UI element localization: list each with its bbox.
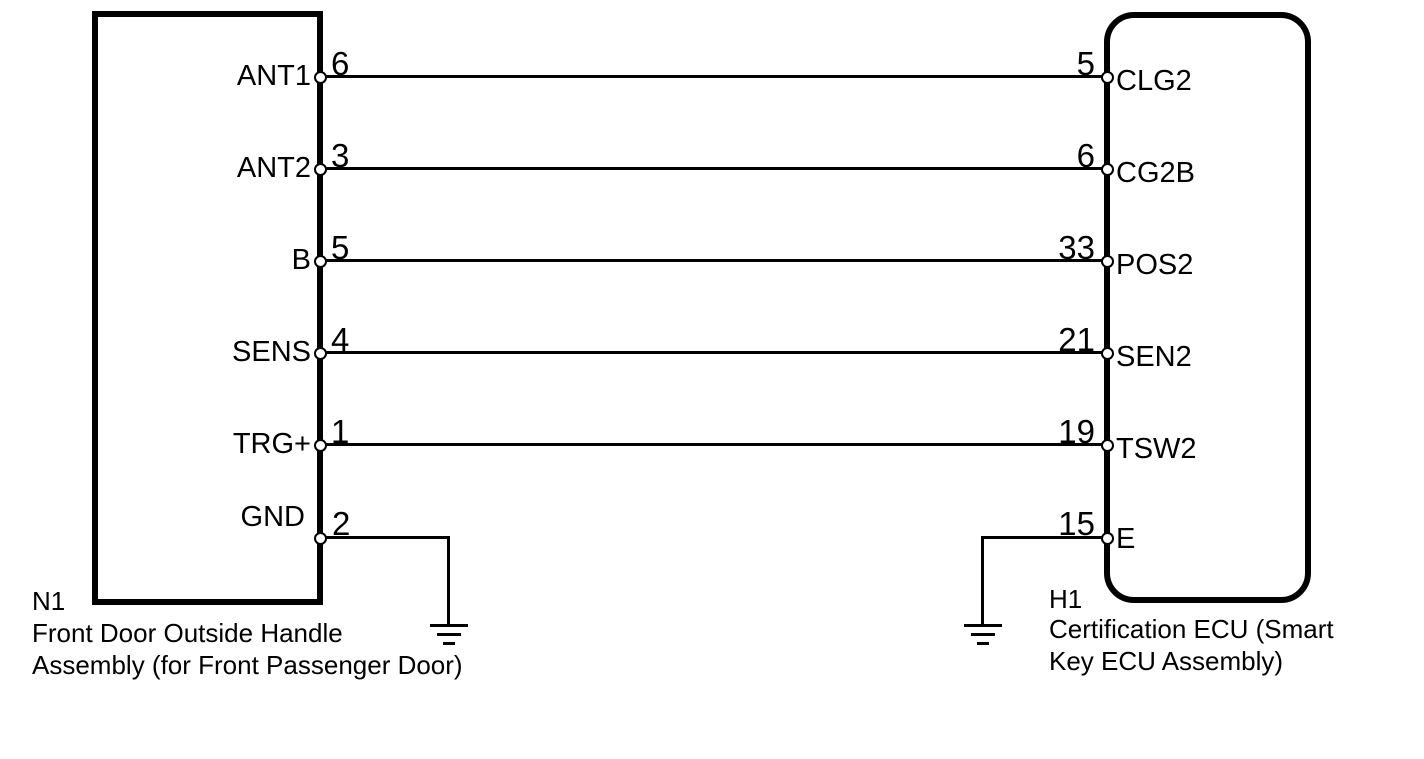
pin-terminal-h1-21 — [1100, 346, 1114, 360]
wire-sens-sen2 — [320, 351, 1107, 354]
right-component-name-line2: Key ECU Assembly) — [1049, 646, 1284, 676]
pin-number-n1-5: 5 — [331, 229, 350, 266]
pin-terminal-h1-6 — [1100, 162, 1114, 176]
pin-number-n1-6: 6 — [331, 45, 350, 82]
pin-label-tsw2: TSW2 — [1116, 433, 1197, 465]
pin-terminal-n1-2 — [313, 531, 327, 545]
pin-terminal-n1-5 — [313, 254, 327, 268]
right-component-code: H1 — [1049, 584, 1083, 614]
pin-label-b: B — [291, 244, 311, 276]
pin-number-n1-2: 2 — [332, 505, 351, 542]
pin-terminal-n1-1 — [313, 438, 327, 452]
pin-terminal-n1-4 — [313, 346, 327, 360]
pin-terminal-h1-15 — [1100, 531, 1114, 545]
pin-label-cg2b: CG2B — [1116, 157, 1195, 189]
pin-label-trg: TRG+ — [232, 428, 311, 460]
pin-number-h1-6: 6 — [1076, 137, 1095, 174]
ground-bar-long — [430, 624, 468, 627]
ground-bar-medium — [971, 633, 995, 636]
left-component-code: N1 — [32, 586, 66, 616]
wire-ant2-cg2b — [320, 167, 1107, 170]
wire-e-horizontal — [981, 536, 1107, 539]
pin-label-gnd: GND — [240, 501, 305, 533]
wire-b-pos2 — [320, 259, 1107, 262]
left-connector-box — [92, 11, 323, 605]
pin-number-h1-15: 15 — [1058, 505, 1095, 542]
wire-gnd-vertical — [447, 537, 450, 624]
wire-gnd-horizontal — [320, 536, 450, 539]
wire-trg-tsw2 — [320, 443, 1107, 446]
right-component-name-line1: Certification ECU (Smart — [1049, 614, 1334, 644]
pin-number-h1-19: 19 — [1058, 413, 1095, 450]
pin-label-sens: SENS — [232, 336, 311, 368]
pin-number-n1-4: 4 — [331, 321, 350, 358]
wire-e-vertical — [981, 537, 984, 624]
pin-label-ant1: ANT1 — [236, 60, 311, 92]
ground-bar-medium — [437, 633, 461, 636]
wire-ant1-clg2 — [320, 75, 1107, 78]
pin-terminal-n1-3 — [313, 162, 327, 176]
pin-number-n1-3: 3 — [331, 137, 350, 174]
ground-bar-short — [977, 642, 989, 645]
left-component-name-line1: Front Door Outside Handle — [32, 618, 343, 648]
ground-bar-short — [443, 642, 455, 645]
pin-label-ant2: ANT2 — [236, 152, 311, 184]
pin-label-pos2: POS2 — [1116, 249, 1194, 281]
ground-bar-long — [964, 624, 1002, 627]
pin-number-h1-33: 33 — [1058, 229, 1095, 266]
pin-terminal-h1-19 — [1100, 438, 1114, 452]
pin-number-n1-1: 1 — [331, 413, 350, 450]
pin-number-h1-5: 5 — [1076, 45, 1095, 82]
pin-number-h1-21: 21 — [1058, 321, 1095, 358]
pin-terminal-n1-6 — [313, 70, 327, 84]
pin-terminal-h1-33 — [1100, 254, 1114, 268]
pin-terminal-h1-5 — [1100, 70, 1114, 84]
pin-label-clg2: CLG2 — [1116, 65, 1192, 97]
left-component-name-line2: Assembly (for Front Passenger Door) — [32, 650, 463, 680]
pin-label-e: E — [1116, 523, 1136, 555]
pin-label-sen2: SEN2 — [1116, 341, 1192, 373]
right-connector-box — [1104, 12, 1311, 603]
